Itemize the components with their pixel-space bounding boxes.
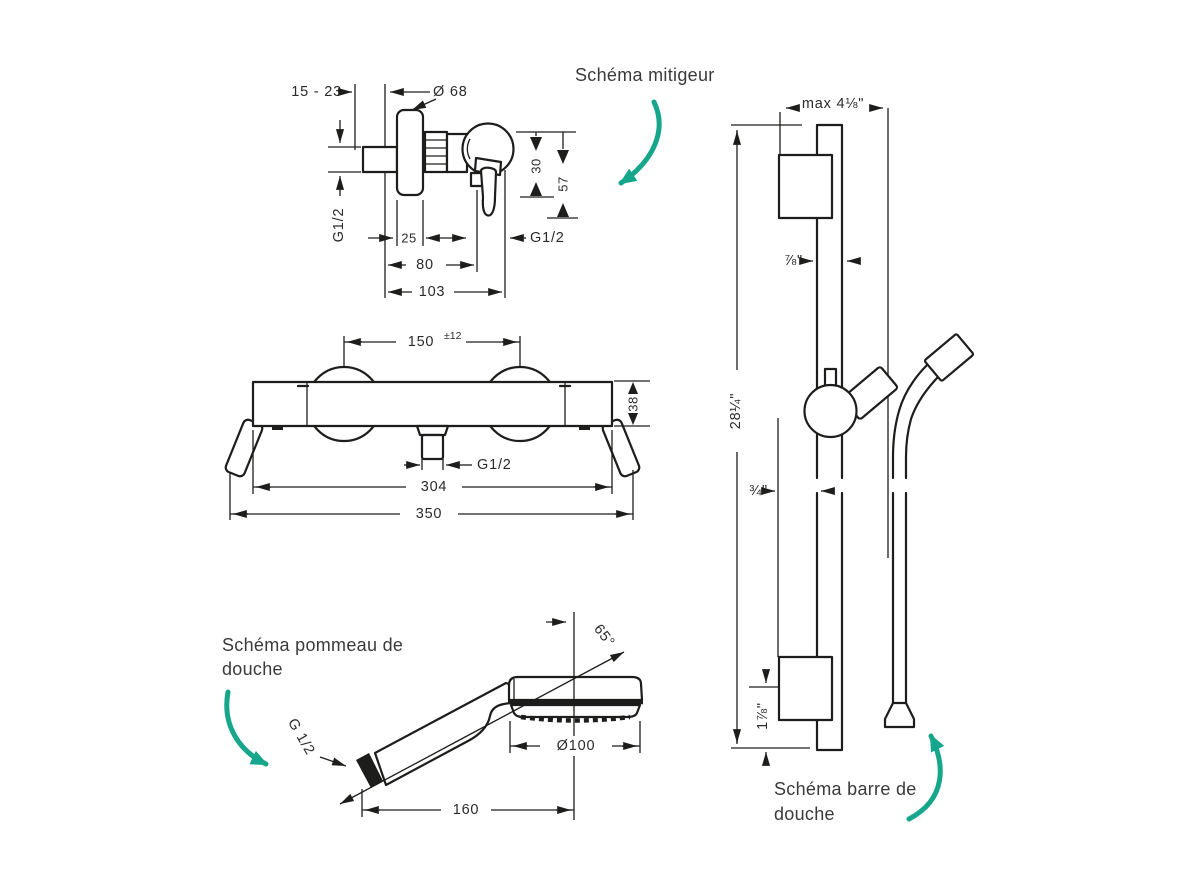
showerhead-axis-upper bbox=[479, 651, 625, 730]
dim-bar-width: ⅞" bbox=[784, 253, 803, 269]
thermostat-cap-seams bbox=[306, 382, 566, 426]
thermostat-diagram: 150 ±12 38 G1/2 304 350 bbox=[224, 330, 650, 522]
mixer-connector-ribs bbox=[425, 139, 447, 165]
thermostat-dim38-arrow-bottom bbox=[628, 413, 638, 425]
dim-showerhead-angle: 65° bbox=[590, 621, 618, 650]
dim-thermostat-centers: 150 bbox=[408, 334, 435, 350]
dim-thermostat-total-length: 350 bbox=[416, 506, 443, 522]
mixer-lever bbox=[479, 166, 498, 217]
thermostat-outlet-ext bbox=[421, 459, 444, 470]
label-bar-line1: Schéma barre de bbox=[774, 779, 917, 799]
bar-bracket-bottom bbox=[777, 655, 834, 722]
thermostat-dim38-arrow-top bbox=[628, 382, 638, 394]
dim-thermostat-height: 38 bbox=[626, 396, 641, 411]
thermostat-foot-right bbox=[579, 426, 590, 430]
dim-bar-total-height: 28¼" bbox=[728, 393, 744, 430]
thermostat-outlet-nub bbox=[420, 433, 445, 461]
dim-showerhead-diameter: Ø100 bbox=[557, 738, 596, 754]
bar-hose-top-fitting bbox=[923, 333, 975, 382]
dim-bar-max-depth: max 4⅛" bbox=[802, 96, 864, 112]
dim-mixer-inlet-thread: G1/2 bbox=[331, 208, 347, 243]
showerhead-nozzles bbox=[520, 714, 631, 723]
dim-mixer-spout-offset: 30 bbox=[529, 158, 544, 173]
curved-arrow-bar-icon bbox=[906, 733, 945, 822]
dim-showerhead-thread: G 1/2 bbox=[284, 716, 318, 758]
thermostat-handle-right bbox=[601, 418, 641, 478]
dim-mixer-outlet-thread: G1/2 bbox=[530, 230, 565, 246]
showerhead-dim100-lines bbox=[509, 721, 641, 753]
showerhead-spray-plate bbox=[509, 703, 642, 719]
mixer-ribbed-connector bbox=[423, 130, 449, 174]
mixer-hub-inner-arc bbox=[466, 138, 471, 160]
dim-thermostat-body-length: 304 bbox=[421, 479, 448, 495]
bar-hose-outer bbox=[891, 362, 930, 705]
dim-bar-bracket-height: 1⅞" bbox=[755, 702, 771, 730]
showerhead-diagram: 65° G 1/2 Ø100 160 bbox=[284, 612, 644, 820]
shower-bar-diagram: max 4⅛" ⅞" 28¼" ¾" 1⅞" bbox=[728, 96, 975, 766]
dim-thermostat-outlet-thread: G1/2 bbox=[477, 457, 512, 473]
showerhead-head-top bbox=[507, 675, 644, 702]
dim-thermostat-tolerance: ±12 bbox=[444, 330, 462, 342]
mixer-dim30-arrow-top bbox=[530, 137, 542, 151]
bar-dimmax-ext bbox=[731, 112, 802, 155]
thermostat-dim150-lines bbox=[343, 336, 521, 368]
dim-mixer-spout-height: 57 bbox=[556, 176, 571, 191]
thermostat-dim38-refs bbox=[614, 380, 650, 427]
bar-bracket-top bbox=[777, 153, 834, 220]
showerhead-inlet-cap bbox=[356, 753, 383, 788]
mixer-diagram: 15 - 23 Ø 68 G1/2 30 57 25 G1/2 80 103 bbox=[291, 84, 578, 300]
curved-arrow-mixer-icon bbox=[618, 99, 662, 186]
mixer-dim30-arrow-bottom bbox=[530, 182, 542, 196]
mixer-reference-lines bbox=[328, 131, 578, 219]
dim-bar-wall-clearance: ¾" bbox=[749, 483, 768, 499]
label-bar-line2: douche bbox=[774, 804, 835, 824]
dim-showerhead-length: 160 bbox=[453, 802, 480, 818]
dim-mixer-total-depth: 103 bbox=[419, 284, 446, 300]
dim-mixer-wall-distance: 15 - 23 bbox=[291, 84, 342, 100]
dim-mixer-body-depth: 80 bbox=[416, 257, 434, 273]
curved-arrow-showerhead-icon bbox=[224, 689, 269, 767]
thermostat-outlet-flange bbox=[415, 424, 450, 437]
bar-long-extension-lines bbox=[777, 108, 889, 657]
bar-hose-inner bbox=[904, 375, 940, 705]
bar-hose-end-fitting bbox=[883, 701, 916, 729]
mixer-wall-nipple bbox=[361, 145, 399, 174]
thermostat-dim350-lines bbox=[229, 470, 634, 520]
label-mixer: Schéma mitigeur bbox=[575, 65, 715, 85]
mixer-diameter-leader bbox=[411, 98, 437, 111]
mixer-extension-lines bbox=[354, 84, 506, 298]
thermostat-foot-left bbox=[272, 426, 283, 430]
showerhead-axis-lower bbox=[339, 728, 481, 805]
mixer-escutcheon bbox=[395, 108, 425, 197]
label-showerhead-line2: douche bbox=[222, 659, 283, 679]
showerhead-thread-leader bbox=[319, 756, 347, 767]
label-showerhead-line1: Schéma pommeau de bbox=[222, 635, 403, 655]
mixer-dim57-arrow-top bbox=[557, 150, 569, 164]
callouts: Schéma mitigeur Schéma pommeau de douche… bbox=[222, 65, 945, 824]
dim-mixer-escutcheon-depth: 25 bbox=[401, 231, 416, 246]
mixer-dim57-arrow-bottom bbox=[557, 203, 569, 217]
thermostat-dim304-lines bbox=[252, 430, 613, 494]
bar-slider-knob bbox=[803, 383, 858, 439]
bar-rail bbox=[815, 123, 844, 752]
showerhead-handle bbox=[373, 681, 512, 787]
thermostat-handle-left bbox=[224, 418, 264, 478]
thermostat-body bbox=[251, 380, 614, 428]
dim-mixer-escutcheon-diameter: Ø 68 bbox=[433, 84, 468, 100]
